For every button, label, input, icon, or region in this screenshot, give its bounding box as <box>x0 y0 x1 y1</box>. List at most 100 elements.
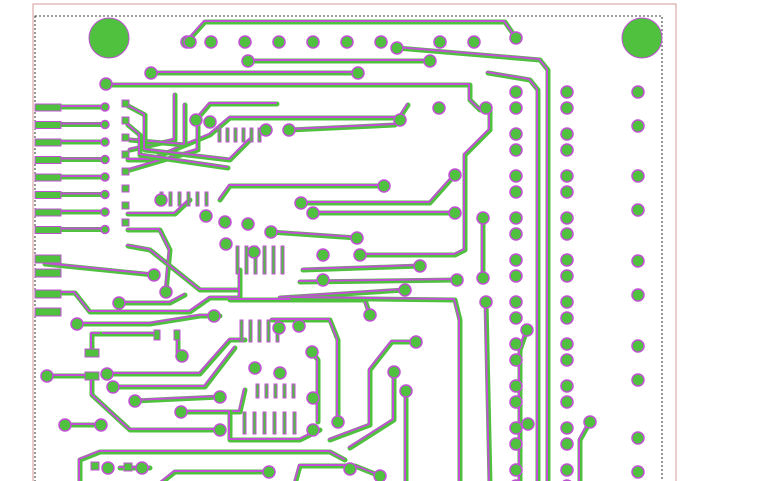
net-left-2[interactable] <box>59 268 240 312</box>
ic-pin-pad[interactable] <box>273 383 278 399</box>
net-l-4[interactable] <box>328 340 416 440</box>
via-pad[interactable] <box>390 41 404 55</box>
via-pad[interactable] <box>509 31 523 45</box>
via-pad[interactable] <box>306 423 320 437</box>
via-pad[interactable] <box>316 273 330 287</box>
via-pad[interactable] <box>560 337 574 351</box>
net-l-2[interactable] <box>310 350 318 422</box>
ic-pin-pad[interactable] <box>264 383 269 399</box>
edge-finger-pad[interactable] <box>34 173 62 182</box>
via-pad[interactable] <box>476 211 490 225</box>
via-pad[interactable] <box>199 209 213 223</box>
net-left-11[interactable] <box>133 395 220 401</box>
ic-pin-pad[interactable] <box>266 319 271 343</box>
via-pad[interactable] <box>631 119 645 133</box>
ic-pin-pad[interactable] <box>255 383 260 399</box>
ic-pin-pad[interactable] <box>217 127 222 143</box>
net-l-1[interactable] <box>270 318 338 420</box>
net-l-5[interactable] <box>348 370 394 448</box>
via-pad[interactable] <box>509 311 523 325</box>
via-pad[interactable] <box>631 288 645 302</box>
via-pad[interactable] <box>306 391 320 405</box>
via-pad[interactable] <box>351 66 365 80</box>
via-pad[interactable] <box>560 169 574 183</box>
ic-pin-pad[interactable] <box>291 383 296 399</box>
ic-pin-pad[interactable] <box>195 191 200 207</box>
smd-pad[interactable] <box>123 462 133 472</box>
ic-pin-pad[interactable] <box>282 411 287 435</box>
via-pad[interactable] <box>631 85 645 99</box>
edge-finger-pad[interactable] <box>34 208 62 217</box>
via-pad[interactable] <box>560 269 574 283</box>
ic-pin-pad[interactable] <box>239 319 244 343</box>
via-pad[interactable] <box>262 465 276 479</box>
via-pad[interactable] <box>520 323 534 337</box>
via-pad[interactable] <box>238 35 252 49</box>
via-pad[interactable] <box>189 113 203 127</box>
via-pad[interactable] <box>560 211 574 225</box>
via-pad[interactable] <box>213 423 227 437</box>
ic-pin-pad[interactable] <box>121 133 130 142</box>
ic-pin-pad[interactable] <box>241 127 246 143</box>
net-ic-7[interactable] <box>126 123 228 168</box>
net-ic-6[interactable] <box>126 104 250 160</box>
via-pad[interactable] <box>509 253 523 267</box>
via-pad[interactable] <box>219 237 233 251</box>
mounting-hole-icon[interactable] <box>88 17 130 59</box>
net-ic-9[interactable] <box>126 228 170 292</box>
via-pad[interactable] <box>213 390 227 404</box>
net-ic-1[interactable] <box>126 116 398 160</box>
via-pad[interactable] <box>450 273 464 287</box>
via-pad[interactable] <box>247 245 261 259</box>
via-pad[interactable] <box>631 169 645 183</box>
via-pad[interactable] <box>100 137 110 147</box>
via-pad[interactable] <box>183 35 197 49</box>
via-pad[interactable] <box>560 85 574 99</box>
edge-finger-pad[interactable] <box>34 103 62 112</box>
via-pad[interactable] <box>509 127 523 141</box>
via-pad[interactable] <box>248 361 262 375</box>
via-pad[interactable] <box>509 227 523 241</box>
via-pad[interactable] <box>100 119 110 130</box>
net-left-6[interactable] <box>90 332 100 349</box>
via-pad[interactable] <box>509 143 523 157</box>
edge-finger-pad[interactable] <box>34 289 62 299</box>
via-pad[interactable] <box>377 179 391 193</box>
net-mid-2[interactable] <box>301 173 455 203</box>
ic-pin-pad[interactable] <box>252 411 257 435</box>
smd-pad[interactable] <box>173 329 181 341</box>
edge-finger-pad[interactable] <box>34 138 62 147</box>
via-pad[interactable] <box>147 268 161 282</box>
via-pad[interactable] <box>631 203 645 217</box>
via-pad[interactable] <box>509 101 523 115</box>
via-pad[interactable] <box>479 295 493 309</box>
ic-pin-pad[interactable] <box>248 319 253 343</box>
edge-finger-pad[interactable] <box>34 226 62 234</box>
via-pad[interactable] <box>509 395 523 409</box>
via-pad[interactable] <box>560 379 574 393</box>
ic-pin-pad[interactable] <box>121 184 130 193</box>
net-mid-4[interactable] <box>218 184 384 200</box>
via-pad[interactable] <box>631 465 645 479</box>
via-pad[interactable] <box>259 123 273 137</box>
via-pad[interactable] <box>100 367 114 381</box>
net-left-1[interactable] <box>43 262 154 275</box>
via-pad[interactable] <box>393 113 407 127</box>
via-pad[interactable] <box>316 248 330 262</box>
via-pad[interactable] <box>560 395 574 409</box>
via-pad[interactable] <box>135 461 149 475</box>
ic-pin-pad[interactable] <box>121 218 130 227</box>
via-pad[interactable] <box>509 337 523 351</box>
smd-pad[interactable] <box>90 461 100 471</box>
via-pad[interactable] <box>560 253 574 267</box>
via-pad[interactable] <box>560 311 574 325</box>
via-pad[interactable] <box>398 283 412 297</box>
via-pad[interactable] <box>509 185 523 199</box>
ic-pin-pad[interactable] <box>280 245 285 275</box>
via-pad[interactable] <box>409 335 423 349</box>
via-pad[interactable] <box>292 319 306 333</box>
via-pad[interactable] <box>583 415 597 429</box>
net-left-9[interactable] <box>105 338 245 374</box>
via-pad[interactable] <box>306 206 320 220</box>
